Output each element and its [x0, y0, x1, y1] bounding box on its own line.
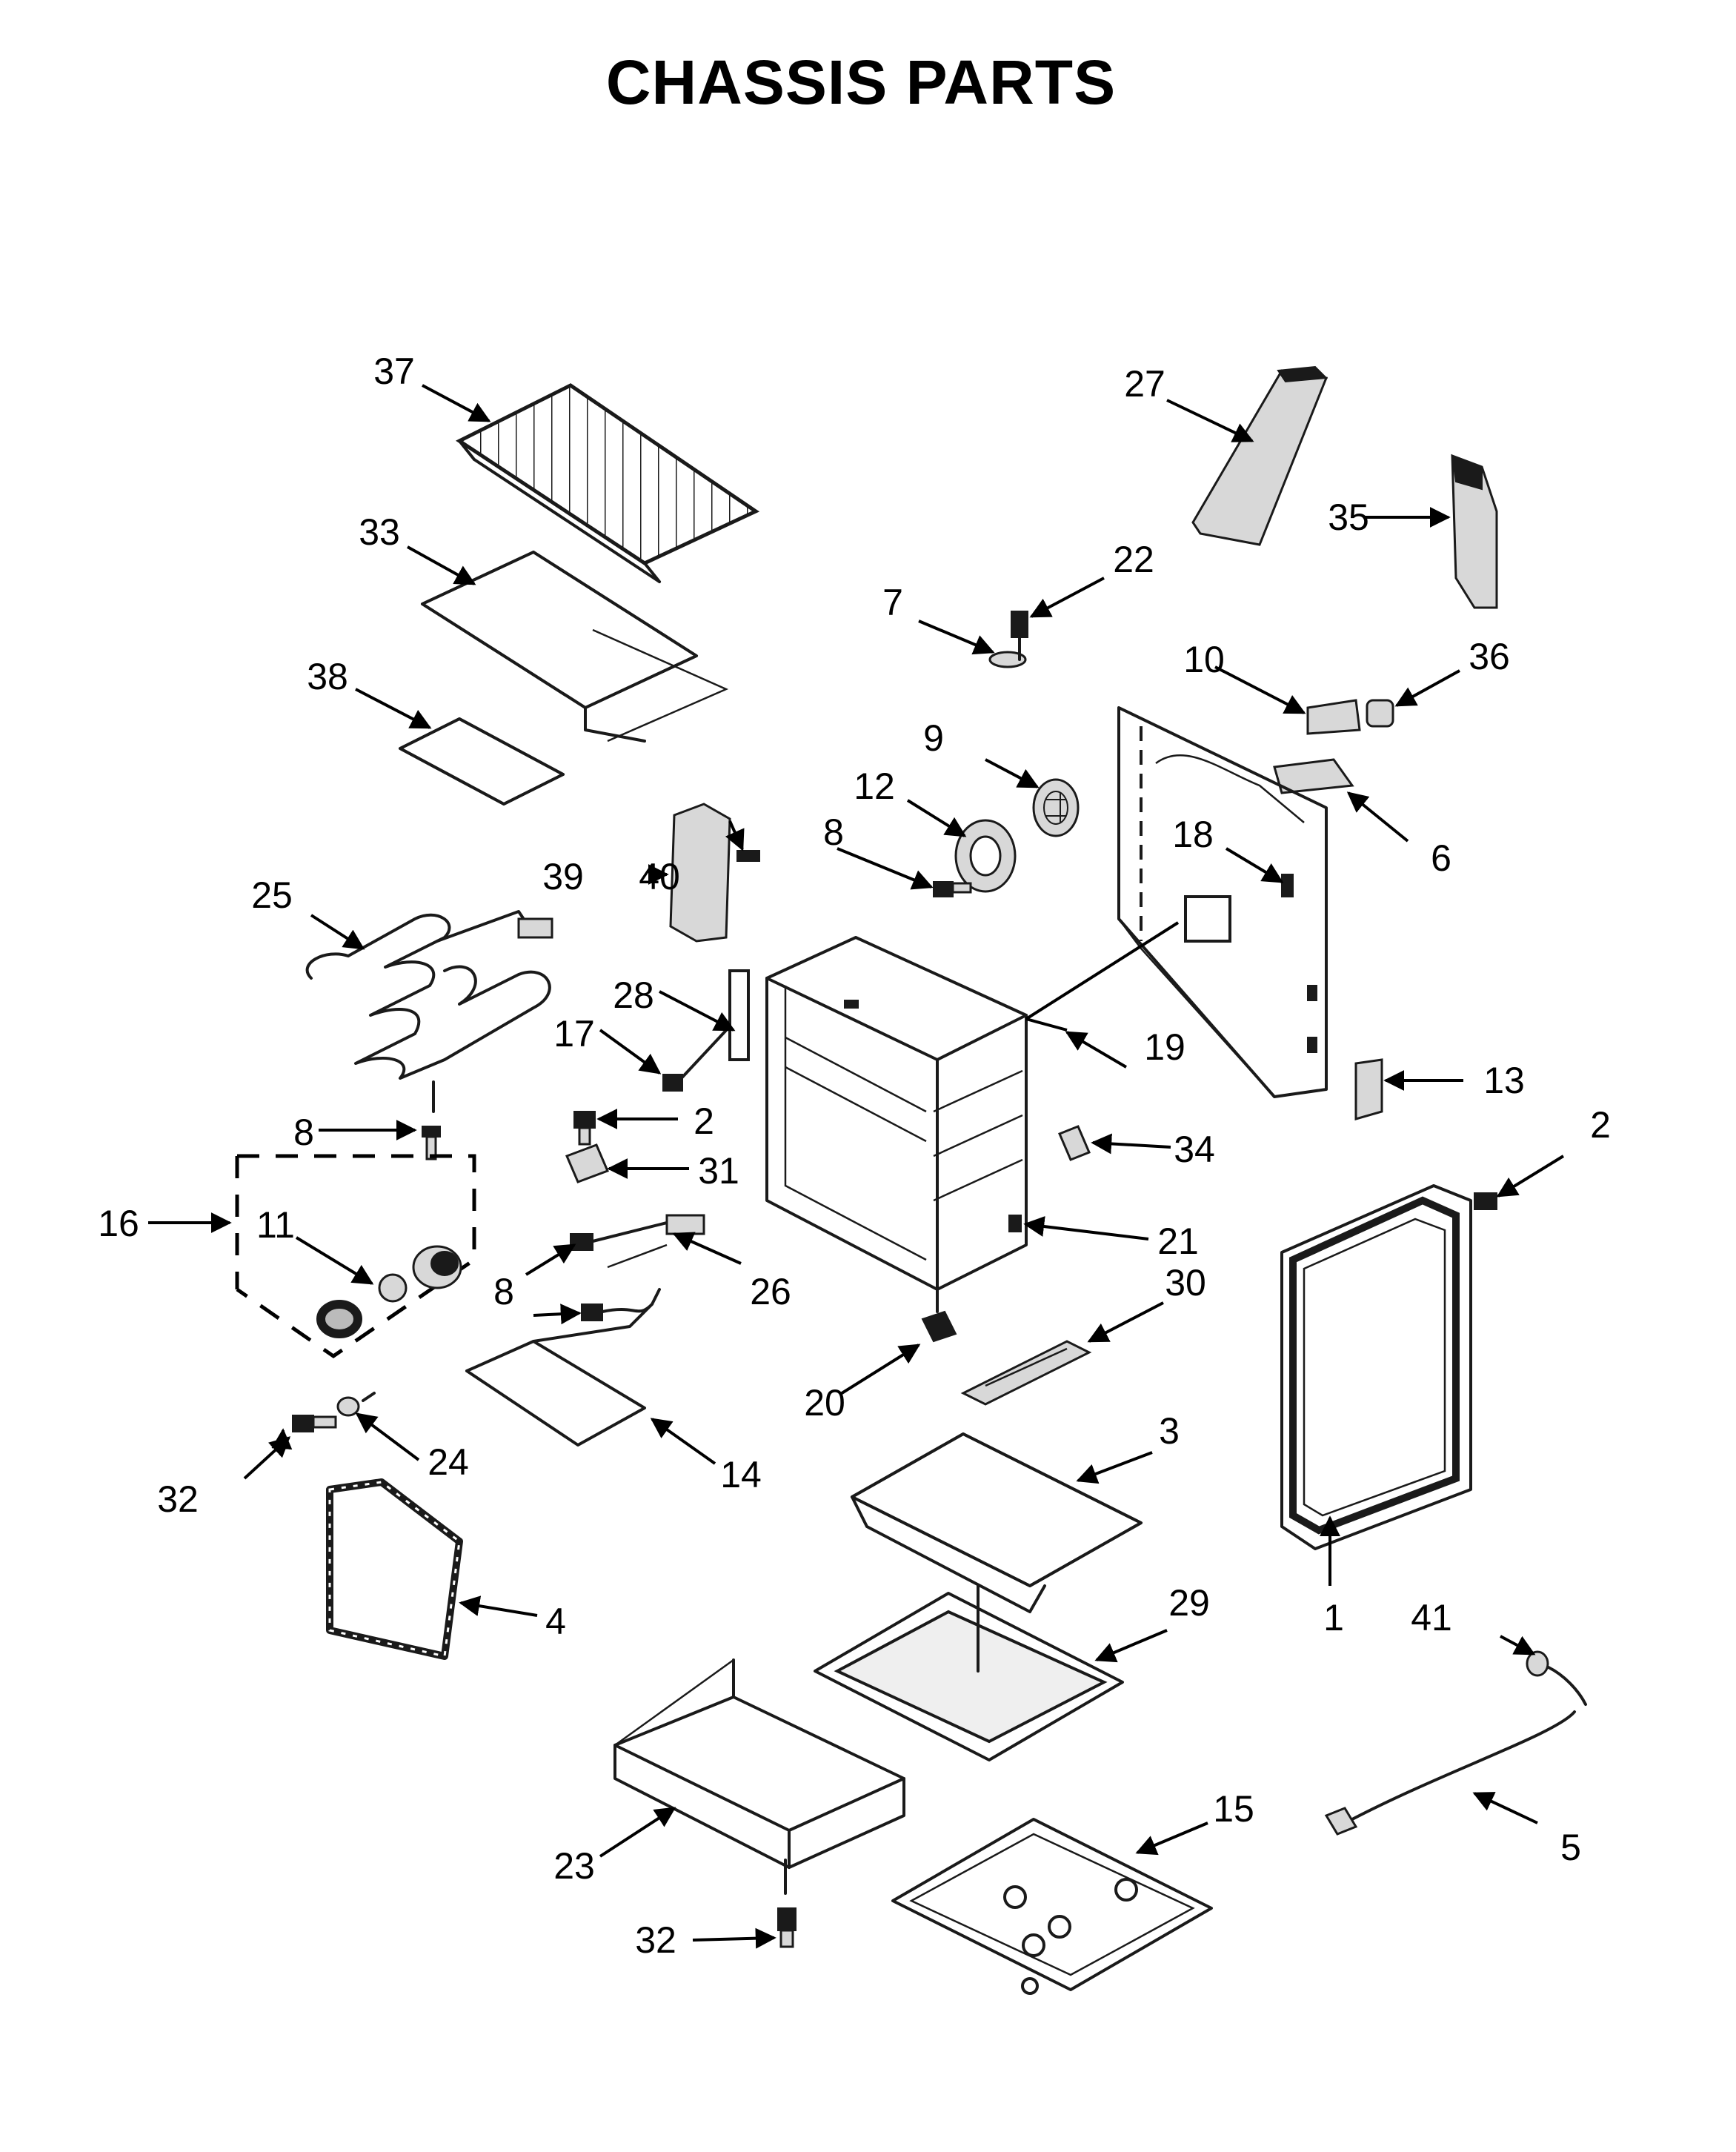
bake-element-part — [465, 1303, 654, 1447]
bottom-panel-part — [891, 1818, 1213, 1995]
oven-cavity-part — [765, 936, 1028, 1313]
callout-23: 23 — [553, 1845, 595, 1887]
callout-4: 4 — [545, 1601, 566, 1642]
callout-41: 41 — [1411, 1597, 1452, 1638]
screw-part — [422, 1126, 441, 1160]
roller-rack-part — [421, 551, 729, 743]
bracket-part — [669, 803, 760, 943]
callout-24: 24 — [428, 1441, 469, 1483]
callout-40: 40 — [639, 856, 680, 897]
temp-sensor-part — [570, 1214, 705, 1321]
callout-15: 15 — [1213, 1788, 1254, 1830]
lamp-part — [988, 611, 1028, 668]
callout-17: 17 — [553, 1013, 595, 1055]
callout-27: 27 — [1124, 363, 1165, 405]
door-frame-part — [1280, 1184, 1497, 1550]
callout-19: 19 — [1144, 1026, 1185, 1068]
switch-bracket-part — [1273, 699, 1394, 794]
vent-part — [960, 1340, 1092, 1406]
callout-8c: 8 — [823, 811, 844, 853]
callout-34: 34 — [1174, 1129, 1215, 1170]
callout-32a: 32 — [157, 1478, 199, 1520]
callout-13: 13 — [1483, 1060, 1525, 1101]
callout-28: 28 — [613, 974, 654, 1016]
callout-5: 5 — [1560, 1827, 1581, 1868]
leveling-screw-part — [777, 1907, 797, 1948]
callout-38: 38 — [307, 656, 348, 697]
callout-25: 25 — [251, 874, 293, 916]
drip-tray-part — [814, 1584, 1124, 1761]
callout-18: 18 — [1172, 814, 1214, 855]
callout-3: 3 — [1159, 1410, 1180, 1452]
rear-bracket-part — [1354, 1058, 1383, 1120]
half-rack-part — [399, 717, 565, 806]
power-cord-part — [1324, 1650, 1587, 1836]
callout-37: 37 — [373, 351, 415, 392]
callout-32b: 32 — [635, 1919, 676, 1961]
oven-rack-part — [456, 383, 760, 583]
callout-35: 35 — [1328, 497, 1369, 538]
callout-26: 26 — [750, 1271, 791, 1312]
callout-6: 6 — [1431, 837, 1451, 879]
broil-element-part — [305, 910, 553, 1113]
callout-11: 11 — [256, 1204, 295, 1246]
convection-fan-part — [933, 778, 1080, 897]
callout-36: 36 — [1469, 636, 1510, 677]
hinge-receptacle-part — [921, 1215, 1022, 1343]
clip-part — [565, 1111, 609, 1183]
callout-8b: 8 — [493, 1271, 514, 1312]
callout-labels: 37 33 38 25 8 16 11 32 24 4 14 40 39 28 … — [98, 351, 1611, 1961]
callout-16: 16 — [98, 1203, 139, 1244]
callout-29: 29 — [1168, 1582, 1210, 1624]
callout-31: 31 — [698, 1150, 739, 1192]
vent-duct-part — [1191, 365, 1328, 546]
hinge-bracket-part — [662, 969, 750, 1092]
callout-39: 39 — [542, 856, 584, 897]
callout-12: 12 — [854, 766, 895, 807]
callout-10: 10 — [1183, 639, 1225, 680]
callout-22: 22 — [1113, 539, 1154, 580]
callout-21: 21 — [1157, 1221, 1199, 1262]
callout-8a: 8 — [293, 1112, 314, 1153]
callout-2a: 2 — [694, 1100, 714, 1142]
callout-2b: 2 — [1590, 1104, 1611, 1146]
gasket-part — [326, 1478, 463, 1660]
convection-fan-group — [235, 1154, 476, 1359]
callout-33: 33 — [359, 511, 400, 553]
callout-20: 20 — [804, 1382, 845, 1424]
small-clip-part — [1058, 1125, 1091, 1161]
callout-1: 1 — [1323, 1597, 1344, 1638]
storage-drawer-part — [613, 1658, 905, 1895]
fastener-part — [292, 1392, 376, 1432]
callout-30: 30 — [1165, 1262, 1206, 1304]
callout-9: 9 — [923, 717, 944, 759]
rear-panel-part — [1117, 706, 1328, 1098]
side-trim-part — [1451, 454, 1498, 609]
leader-lines — [148, 384, 1565, 1949]
fan-motor-part — [316, 1245, 462, 1338]
callout-7: 7 — [882, 582, 903, 623]
bottom-rack-part — [851, 1432, 1143, 1613]
page-title: CHASSIS PARTS — [606, 47, 1116, 117]
callout-14: 14 — [720, 1454, 762, 1495]
